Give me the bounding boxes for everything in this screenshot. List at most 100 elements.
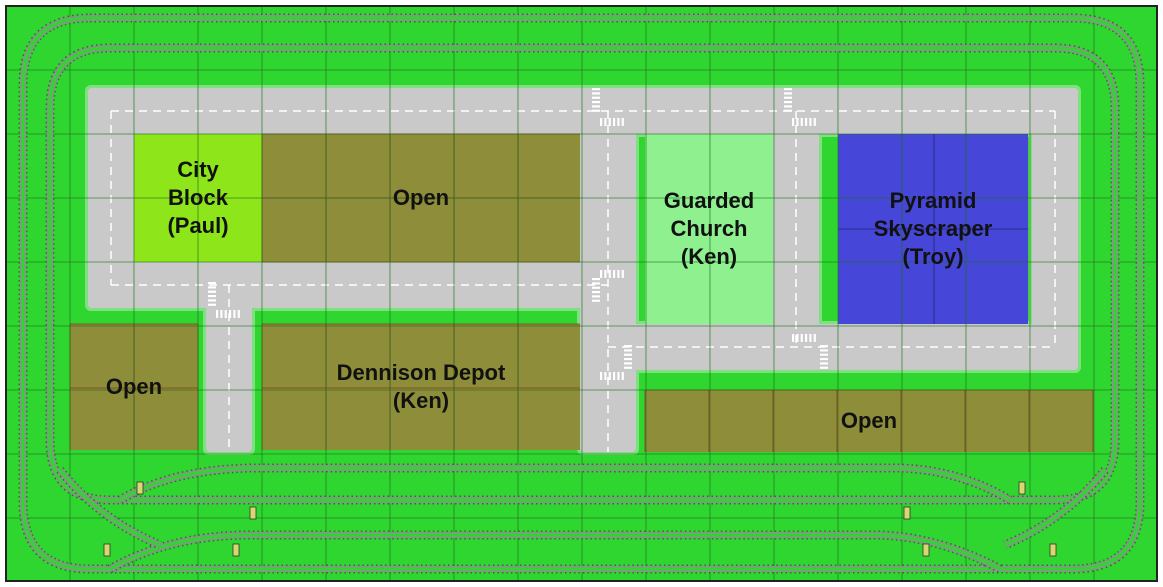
crosswalk-stripe: [800, 118, 803, 126]
crosswalk-stripe: [809, 334, 812, 342]
crosswalk-stripe: [784, 105, 792, 108]
crosswalk-stripe: [600, 372, 603, 380]
crosswalk-stripe: [608, 118, 611, 126]
crosswalk-stripe: [796, 118, 799, 126]
lot-label-pyramid-skyscraper[interactable]: Pyramid Skyscraper (Troy): [873, 188, 993, 269]
track-signal: [232, 543, 240, 557]
crosswalk-stripe: [784, 96, 792, 99]
lot-label-guarded-church[interactable]: Guarded Church (Ken): [663, 188, 755, 269]
track-signal: [249, 506, 257, 520]
crosswalk-stripe: [624, 362, 632, 365]
crosswalk-stripe: [592, 101, 600, 104]
track-signals: [103, 481, 1057, 557]
lot-guarded-church: [645, 134, 773, 324]
crosswalk-stripe: [592, 286, 600, 289]
crosswalk-stripe: [592, 282, 600, 285]
crosswalk-stripe: [208, 282, 216, 285]
train-tracks: [18, 13, 1145, 574]
crosswalk-stripe: [613, 118, 616, 126]
crosswalk-stripe: [208, 303, 216, 306]
crosswalk-stripe: [613, 372, 616, 380]
crosswalk-stripe: [624, 358, 632, 361]
crosswalk-stripe: [608, 270, 611, 278]
crosswalk-stripe: [809, 118, 812, 126]
crosswalk-stripe: [621, 372, 624, 380]
crosswalk-stripe: [820, 353, 828, 356]
crosswalk-stripe: [792, 118, 795, 126]
crosswalk-stripe: [624, 345, 632, 348]
crosswalk-stripe: [208, 295, 216, 298]
crosswalk-stripe: [216, 310, 219, 318]
crosswalk-stripe: [784, 109, 792, 112]
crosswalk-stripe: [624, 349, 632, 352]
crosswalk-stripe: [592, 105, 600, 108]
crosswalk-stripe: [617, 372, 620, 380]
track-siding-lower-rails-gap: [109, 533, 1001, 571]
crosswalk-stripe: [208, 299, 216, 302]
track-inner-rails-gap: [48, 46, 1117, 502]
crosswalk-stripe: [800, 334, 803, 342]
crosswalk-stripe: [600, 270, 603, 278]
crosswalk-stripe: [233, 310, 236, 318]
crosswalk-stripe: [617, 118, 620, 126]
track-signal: [136, 481, 144, 495]
crosswalk-stripe: [613, 270, 616, 278]
crosswalk-stripe: [820, 349, 828, 352]
crosswalk-stripe: [220, 310, 223, 318]
crosswalk-stripe: [608, 372, 611, 380]
lot-label-dennison-depot[interactable]: Dennison Depot (Ken): [336, 360, 506, 413]
track-siding-upper-rails-gap: [119, 466, 1011, 502]
crosswalk-stripe: [592, 299, 600, 302]
crosswalk-stripe: [796, 334, 799, 342]
crosswalk-stripe: [224, 310, 227, 318]
crosswalk-stripe: [592, 291, 600, 294]
crosswalk-stripe: [592, 295, 600, 298]
crosswalk-stripe: [820, 366, 828, 369]
crosswalk-stripe: [805, 118, 808, 126]
crosswalk-stripe: [604, 372, 607, 380]
crosswalk-stripe: [820, 358, 828, 361]
crosswalk-stripe: [624, 366, 632, 369]
crosswalk-stripe: [813, 118, 816, 126]
crosswalk-stripe: [604, 118, 607, 126]
lot-label-city-block[interactable]: City Block (Paul): [167, 157, 229, 238]
track-signal: [922, 543, 930, 557]
crosswalk-stripe: [592, 96, 600, 99]
lots: [69, 133, 1094, 452]
crosswalk-stripe: [617, 270, 620, 278]
track-signal: [1049, 543, 1057, 557]
crosswalk-stripe: [592, 278, 600, 281]
crosswalk-stripe: [600, 118, 603, 126]
lot-label-open-left[interactable]: Open: [105, 374, 163, 399]
lot-dennison-depot: [262, 324, 580, 450]
crosswalk-stripe: [229, 310, 232, 318]
lot-label-open-top[interactable]: Open: [392, 185, 450, 210]
crosswalk-stripe: [208, 286, 216, 289]
crosswalk-stripe: [621, 118, 624, 126]
crosswalk-stripe: [237, 310, 240, 318]
track-signal: [103, 543, 111, 557]
crosswalk-stripe: [592, 109, 600, 112]
track-outer-rails-gap: [21, 16, 1142, 571]
track-signal: [903, 506, 911, 520]
baseplate-grid: [5, 5, 1157, 581]
track-switch-right-rails-gap: [1004, 469, 1107, 547]
crosswalk-stripe: [604, 270, 607, 278]
crosswalk-stripe: [792, 334, 795, 342]
crosswalk-stripe: [624, 353, 632, 356]
crosswalk-stripe: [784, 88, 792, 91]
crosswalk-stripe: [784, 92, 792, 95]
crosswalk-stripe: [805, 334, 808, 342]
track-switch-left-rails-gap: [58, 469, 161, 547]
lot-label-open-bottom-right[interactable]: Open: [840, 408, 898, 433]
crosswalk-stripe: [592, 92, 600, 95]
lot-open-bottom-right: [645, 390, 1093, 452]
map-frame: [5, 5, 1158, 582]
crosswalk-stripe: [621, 270, 624, 278]
road-network: [85, 85, 1081, 455]
road-segment: [580, 324, 1078, 370]
crosswalk-stripe: [784, 101, 792, 104]
crosswalk-stripe: [208, 290, 216, 293]
